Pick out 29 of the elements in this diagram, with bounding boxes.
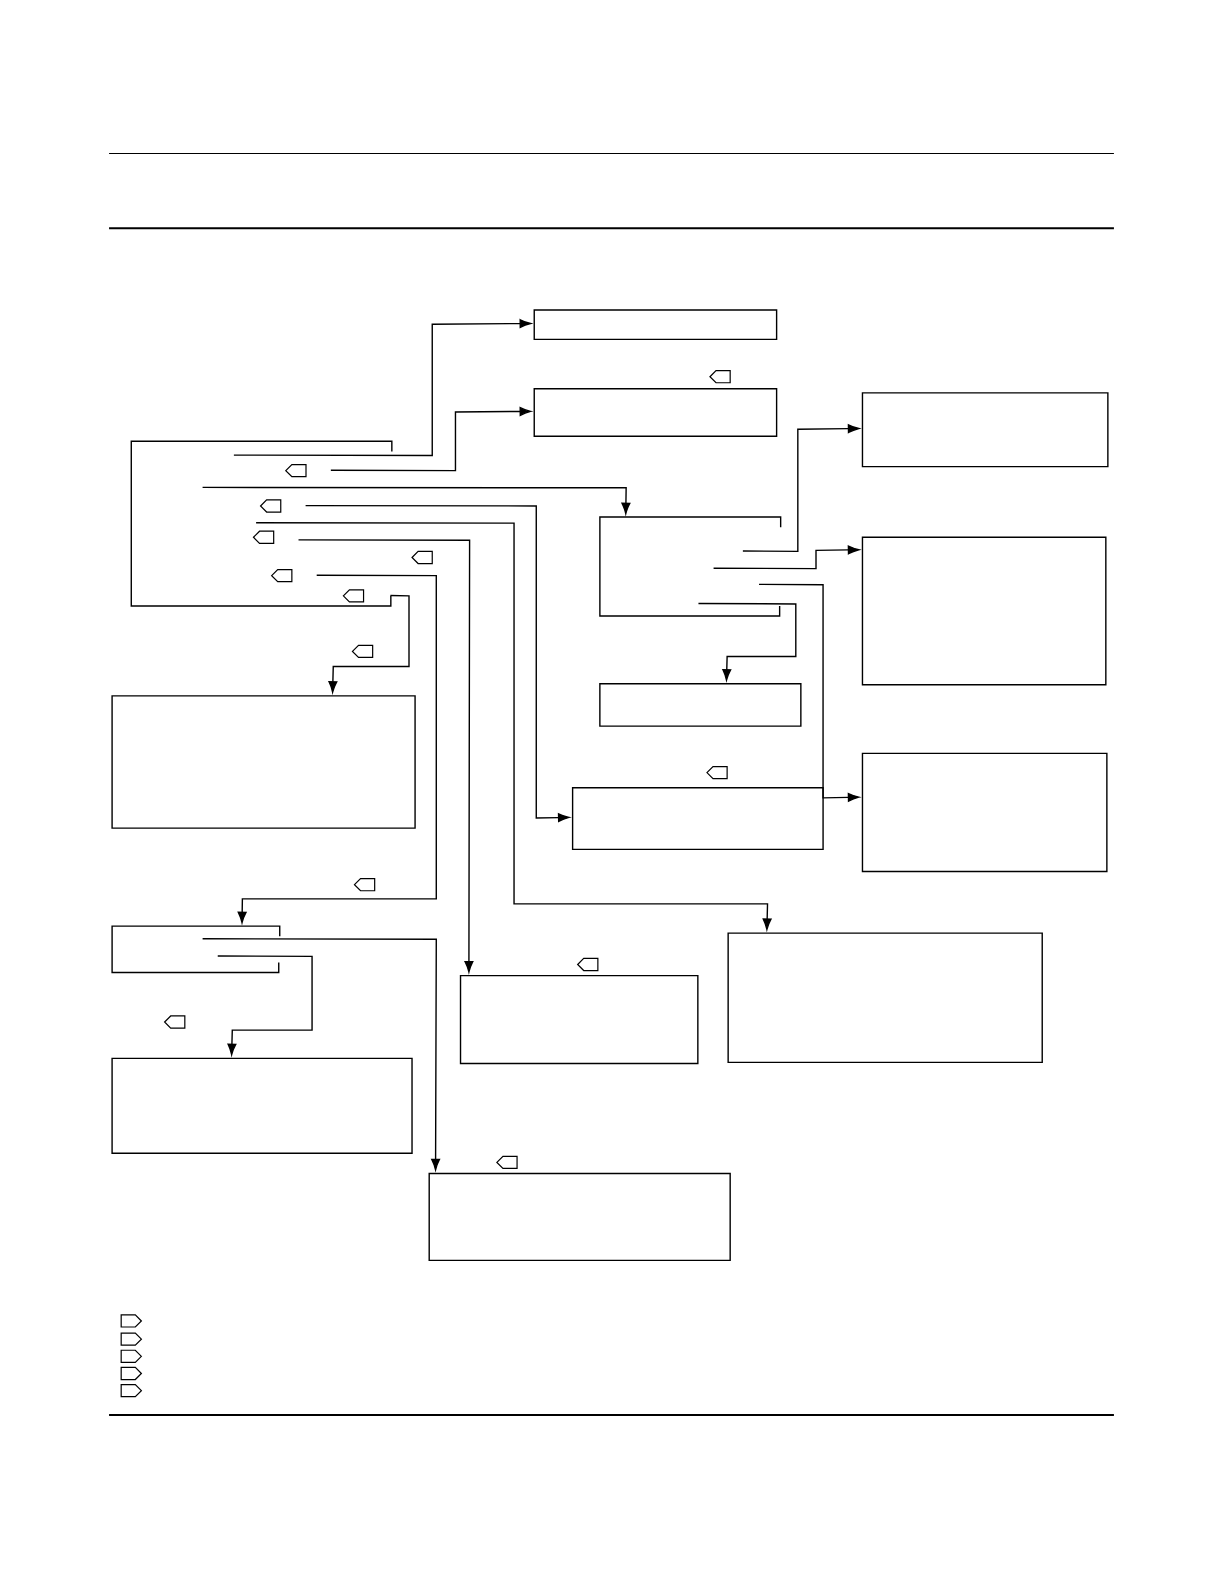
arrow (712, 545, 860, 570)
process-box (861, 752, 1108, 873)
process-box (599, 516, 782, 617)
process-box (111, 1057, 413, 1154)
arrow (742, 424, 860, 553)
process-box (130, 440, 393, 607)
arrow (697, 602, 797, 681)
process-box (571, 787, 824, 851)
process-box (861, 392, 1109, 468)
arrow (304, 504, 570, 823)
arrow (237, 574, 437, 924)
process-box (727, 932, 1043, 1064)
process-box (111, 925, 281, 974)
arrow (201, 486, 631, 515)
process-box (111, 695, 416, 829)
process-box (533, 309, 778, 341)
arrow (758, 583, 860, 802)
process-box (533, 388, 778, 437)
process-box (599, 683, 802, 727)
arrow (330, 406, 532, 472)
arrow (217, 955, 313, 1056)
arrow (201, 938, 441, 1171)
arrow (297, 539, 474, 973)
process-box (861, 536, 1107, 686)
process-box (459, 974, 699, 1065)
process-box (428, 1172, 731, 1262)
arrow (255, 522, 772, 931)
arrow (328, 594, 410, 693)
arrow (233, 319, 532, 457)
